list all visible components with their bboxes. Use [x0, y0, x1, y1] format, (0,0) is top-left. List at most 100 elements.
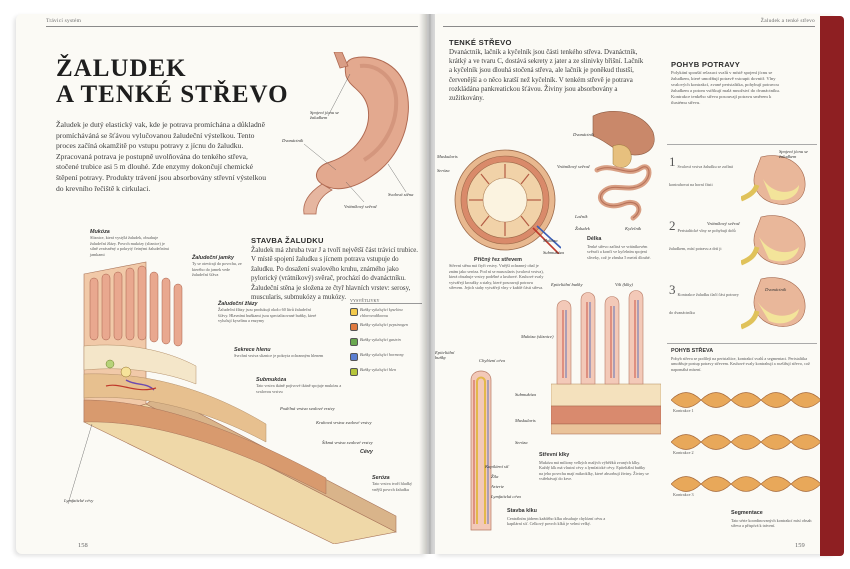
submucosa-note: Submukóza Tato vrstva tkáně pojivové tká… [256, 377, 348, 394]
label-villi-mucosa: Mukóza (sliznice) [521, 334, 554, 339]
legend-label: Buňky vylučující gastrin [360, 337, 401, 343]
organs-illustration [592, 110, 655, 221]
label-villi-muscularis: Muskularis [515, 418, 536, 423]
mucosa-text: Sliznice, která vystýlá žaludek, obsahuj… [90, 235, 169, 257]
label-oblique-layer: Podélná vrstva svalové vrstvy [280, 406, 335, 411]
legend-swatch [350, 308, 358, 317]
title-line-1: Žaludek [56, 55, 187, 82]
label-longitudinal-layer: Šikmá vrstva svalové vrstvy [322, 440, 373, 445]
label-cs-mucosa: Mukóza [543, 238, 558, 243]
label-cs-muscularis: Muskularis [437, 154, 458, 159]
step-number: 2 [669, 218, 676, 233]
legend-item: Buňky vylučující hormony [350, 352, 422, 366]
label-muscle-wall: Svalová stěna [388, 192, 414, 197]
peristalsis-heading: Pohyb střeva [671, 348, 714, 354]
submucosa-title: Submukóza [256, 377, 287, 383]
villi-text: Mukóza má miliony velkých malých výběžků… [539, 460, 649, 482]
section-heading-structure: Stavba žaludku [251, 236, 324, 245]
open-book: Trávicí systém Žaludek a tenké střevo Ža… [14, 8, 844, 560]
motion-heading: Pohyb potravy [671, 60, 741, 69]
label-esophagus-join: Spojení jícnu se žaludkem [310, 110, 340, 121]
page-title: Žaludek a tenké střevo [56, 56, 289, 108]
legend-swatch [350, 368, 358, 377]
legend-swatch [350, 353, 358, 362]
vessels-note: Cévy [360, 449, 420, 455]
cross-caption-title: Příčný řez střevem [474, 257, 522, 263]
vessels-title: Cévy [360, 449, 373, 455]
label-step-duodenum: Dvanáctník [765, 287, 787, 292]
intestine-cross-section [454, 149, 561, 254]
villus-structure-heading: Stavba klku [507, 508, 537, 514]
villi-heading: Střevní klky [539, 452, 570, 458]
pits-title: Žaludeční jamky [192, 255, 234, 261]
label-villus-artery: Arterie [491, 484, 505, 489]
mucus-note: Sekrece hlenu Svrchní vrstva sliznice je… [234, 347, 324, 359]
contraction-label-2: Kontrakce 2 [673, 450, 694, 455]
stomach-wall-diagram [67, 261, 397, 544]
label-duodenum: Dvanáctník [282, 138, 304, 143]
label-organ-stomach: Žaludek [575, 226, 590, 231]
length-text: Tenké střevo začíná ve vrátníkovém svěra… [587, 244, 651, 260]
pits-note: Žaludeční jamky Ty se otevírají do povrc… [192, 255, 242, 278]
legend-item: Buňky vylučující pepsinogen [350, 322, 422, 336]
peristalsis-text: Pohyb střeva se podílejí na peristaltice… [671, 356, 810, 372]
step-text: Svalová vrstva žaludku se začíná kontrah… [669, 164, 733, 187]
serosa-text: Tato vrstva tvoří hladký vnější povrch ž… [372, 481, 413, 492]
label-villi-submucosa: Submukóza [515, 392, 536, 397]
legend-item: Buňky vylučující gastrin [350, 337, 422, 351]
stomach-illustration [303, 52, 409, 215]
label-cs-submucosa: Submukóza [543, 250, 564, 255]
pits-text: Ty se otevírají do povrchu, ze kterého d… [192, 261, 242, 278]
small-intestine-heading: Tenké střevo [449, 38, 512, 47]
step-text: Peristaltické vlny se pohybují dolů žalu… [669, 228, 736, 251]
mucus-title: Sekrece hlenu [234, 347, 271, 353]
mucosa-title: Mukóza [90, 229, 110, 235]
contraction-label-3: Kontrakce 3 [673, 492, 694, 497]
label-organ-duodenum: Dvanáctník [573, 132, 595, 137]
small-intestine-text: Dvanáctník, lačník a kyčelník jsou části… [449, 49, 644, 103]
label-step-esophagus-join: Spojení jícnu se žaludkem [779, 149, 809, 160]
contraction-label-1: Kontrakce 1 [673, 408, 694, 413]
submucosa-text: Tato vrstva tkáně pojivové tkáně spojuje… [256, 383, 342, 394]
label-villus-capillary: Kapilární síť [485, 464, 509, 469]
intro-text: Žaludek je dutý elastický vak, kde je po… [56, 120, 266, 193]
single-villus-illustration [470, 370, 492, 531]
cross-caption-text: Střevní stěna má čtyři vrstvy. Vnější oc… [449, 263, 544, 291]
step-text: Kontrakce žaludku tlačí část potravy do … [669, 292, 739, 315]
legend-item: Buňky vylučující hlen [350, 367, 422, 381]
label-organ-jejunum: Lačník [575, 214, 588, 219]
label-villus-lymph: Lymfatická céva [491, 494, 521, 499]
glands-title: Žaludeční žlázy [218, 301, 258, 307]
legend-swatch [350, 323, 358, 332]
segmentation-heading: Segmentace [731, 510, 763, 516]
motion-stomach-diagrams [741, 155, 806, 330]
legend-swatch [350, 338, 358, 347]
label-organ-pyloric: Vrátníkový svěrač [557, 164, 590, 169]
segmentation-text: Tato série koordinovaných kontrakcí mísí… [731, 518, 812, 529]
right-page: Žaludek a tenké střevo Tenké střevo Dvan… [435, 14, 833, 554]
legend-label: Buňky vylučující hormony [360, 352, 404, 358]
legend-item: Buňky vylučující kyselinu chlorovodíkovo… [350, 307, 422, 321]
label-circular-layer: Kruhová vrstva svalové vrstvy [316, 420, 372, 425]
segmentation-diagram [671, 392, 821, 492]
label-lymph: Lymfatické cévy [64, 498, 94, 503]
label-step-pyloric: Vrátníkový svěrač [707, 221, 740, 226]
legend-label: Buňky vylučující pepsinogen [360, 322, 408, 328]
villus-structure-text: Centrálním jádrem každého klku obsahuje … [507, 516, 606, 527]
running-head-right: Žaludek a tenké střevo [760, 18, 815, 24]
section-text-structure: Žaludek má zhruba tvar J a tvoří největš… [251, 247, 419, 302]
label-pyloric: Vrátníkový svěrač [344, 204, 377, 209]
glands-note: Žaludeční žlázy Žaludeční žlázy jsou pro… [218, 301, 318, 324]
label-villi-epithelium: Epiteliální buňky [551, 282, 583, 287]
label-villi-villus: Vili (klky) [615, 282, 633, 287]
villi-illustration [551, 290, 661, 435]
label-villus-epithelial: Epiteliální buňky [435, 350, 455, 361]
length-heading: Délka [587, 236, 602, 242]
left-page: Trávicí systém Žaludek a tenké střevo Ža… [16, 14, 427, 554]
mucosa-note: Mukóza Sliznice, která vystýlá žaludek, … [90, 229, 170, 257]
page-number-left: 158 [78, 542, 88, 549]
step-number: 1 [669, 154, 676, 169]
